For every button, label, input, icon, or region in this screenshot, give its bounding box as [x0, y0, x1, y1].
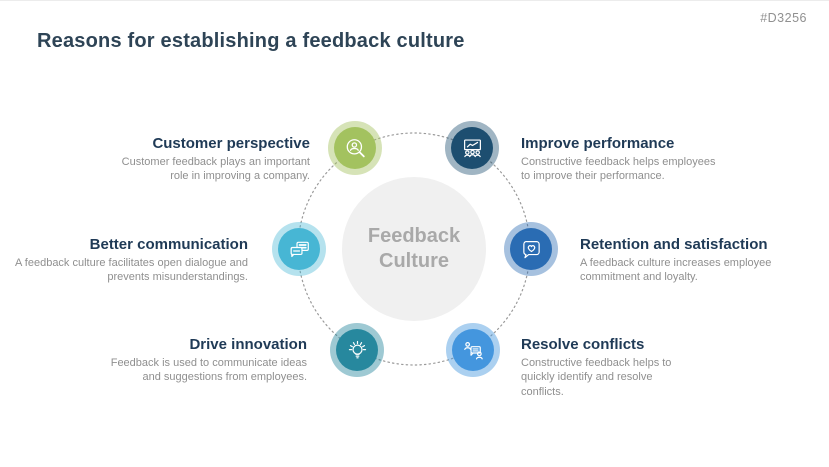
chat-bubbles-icon: [286, 236, 313, 263]
item-title: Customer perspective: [152, 135, 310, 152]
item-customer-perspective: Customer perspective Customer feedback p…: [110, 135, 310, 184]
item-description: Constructive feedback helps employees to…: [521, 156, 716, 183]
retention-and-satisfaction-badge: [504, 222, 558, 276]
item-better-communication: Better communication A feedback culture …: [8, 236, 248, 285]
item-title: Resolve conflicts: [521, 336, 645, 353]
presentation-audience-icon: [459, 135, 486, 162]
item-title: Drive innovation: [189, 336, 307, 353]
resolve-conflicts-badge-inner: [452, 329, 494, 371]
slide-code: #D3256: [760, 11, 807, 25]
lightbulb-icon: [344, 337, 371, 364]
customer-perspective-badge: [328, 121, 382, 175]
better-communication-badge-inner: [278, 228, 320, 270]
customer-perspective-badge-inner: [334, 127, 376, 169]
improve-performance-badge: [445, 121, 499, 175]
center-label: Feedback Culture: [367, 225, 461, 272]
heart-speech-bubble-icon: [518, 236, 545, 263]
item-description: A feedback culture facilitates open dial…: [15, 257, 248, 284]
retention-and-satisfaction-badge-inner: [510, 228, 552, 270]
better-communication-badge: [272, 222, 326, 276]
page-title: Reasons for establishing a feedback cult…: [37, 30, 465, 52]
item-description: Feedback is used to communicate ideas an…: [110, 357, 307, 384]
improve-performance-badge-inner: [451, 127, 493, 169]
people-discussion-icon: [460, 337, 487, 364]
item-title: Retention and satisfaction: [580, 236, 768, 253]
item-drive-innovation: Drive innovation Feedback is used to com…: [97, 336, 307, 385]
item-retention-and-satisfaction: Retention and satisfaction A feedback cu…: [580, 236, 795, 285]
item-improve-performance: Improve performance Constructive feedbac…: [521, 135, 726, 184]
item-description: Customer feedback plays an important rol…: [121, 156, 310, 183]
item-description: A feedback culture increases employee co…: [580, 257, 772, 284]
item-resolve-conflicts: Resolve conflicts Constructive feedback …: [521, 336, 696, 399]
user-magnifier-icon: [342, 135, 369, 162]
item-title: Better communication: [89, 236, 248, 253]
center-circle: Feedback Culture: [342, 177, 486, 321]
resolve-conflicts-badge: [446, 323, 500, 377]
item-title: Improve performance: [521, 135, 675, 152]
drive-innovation-badge: [330, 323, 384, 377]
item-description: Constructive feedback helps to quickly i…: [521, 357, 672, 398]
drive-innovation-badge-inner: [336, 329, 378, 371]
